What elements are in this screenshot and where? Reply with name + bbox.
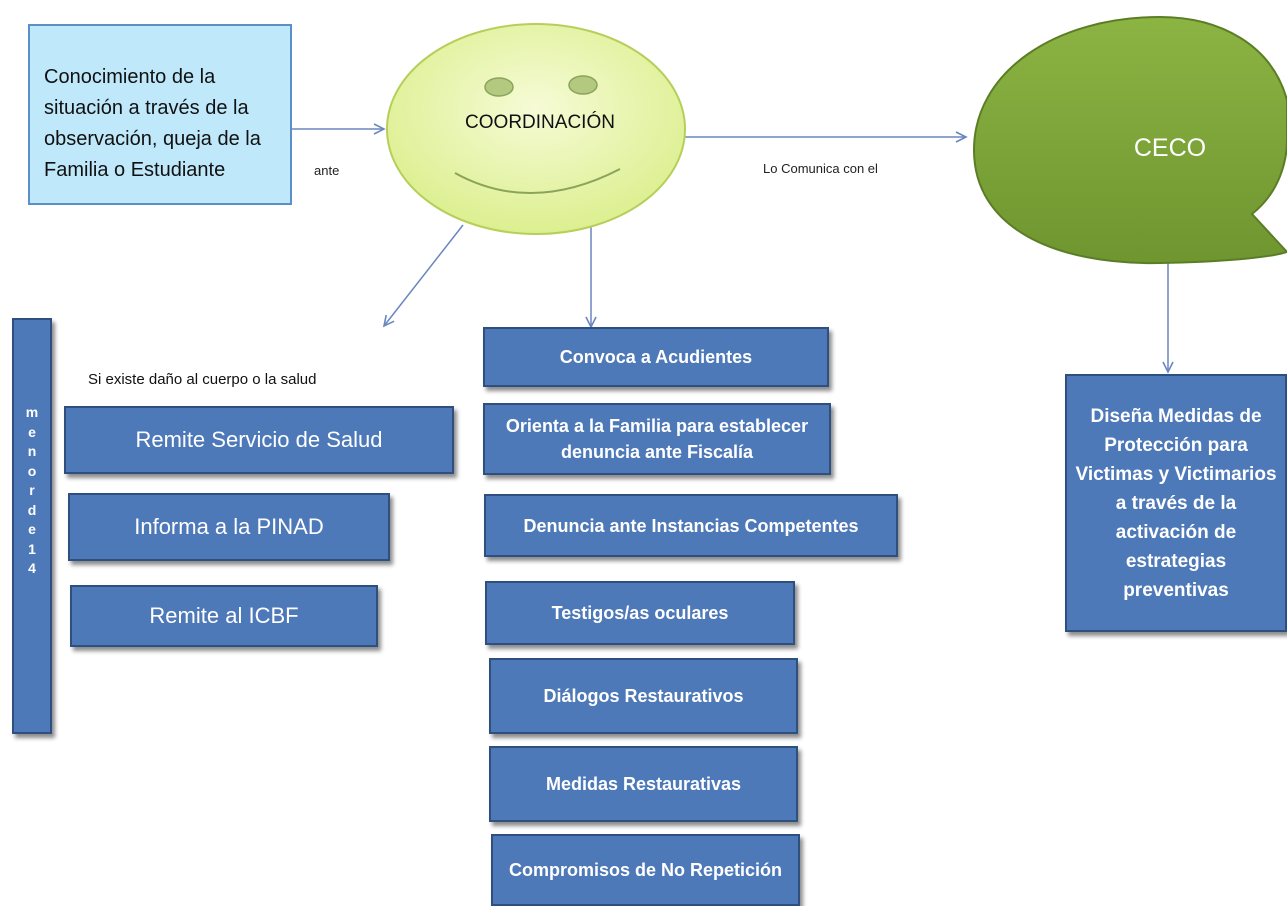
- vertical-letter: m: [25, 404, 39, 420]
- start-line-1: Conocimiento de la: [44, 66, 216, 88]
- ceco-node: [972, 15, 1287, 265]
- health-damage-note: Si existe daño al cuerpo o la salud: [88, 371, 317, 388]
- testigos-oculares-box: Testigos/as oculares: [485, 581, 795, 645]
- vertical-letter: 4: [28, 560, 36, 576]
- edge-label-comunica: Lo Comunica con el: [763, 161, 878, 176]
- convoca-acudientes-box: Convoca a Acudientes: [483, 327, 829, 387]
- vertical-letter: e: [28, 423, 36, 440]
- coordinacion-node: [386, 23, 686, 235]
- menor-de-14-bar: m e n o r d e 1 4: [12, 318, 52, 734]
- informa-pinad-box: Informa a la PINAD: [68, 493, 390, 561]
- start-situation-box: Conocimiento de la situación a través de…: [28, 24, 292, 205]
- vertical-letter: r: [29, 482, 35, 498]
- arrow-coordinacion-to-left-branch: [382, 224, 464, 328]
- coordinacion-label: COORDINACIÓN: [465, 112, 615, 133]
- orienta-familia-box: Orienta a la Familia para establecer den…: [483, 403, 831, 475]
- compromisos-no-repeticion-box: Compromisos de No Repetición: [491, 834, 800, 906]
- medidas-restaurativas-box: Medidas Restaurativas: [489, 746, 798, 822]
- denuncia-instancias-box: Denuncia ante Instancias Competentes: [484, 494, 898, 557]
- vertical-letter: 1: [28, 540, 36, 557]
- dialogos-restaurativos-box: Diálogos Restaurativos: [489, 658, 798, 734]
- vertical-letter: d: [27, 501, 37, 518]
- start-line-2: situación a través de la: [44, 97, 249, 119]
- face-left-eye: [484, 77, 514, 97]
- ceco-label: CECO: [1133, 134, 1207, 162]
- start-line-3: observación, queja de la: [44, 128, 261, 150]
- vertical-letter: o: [27, 462, 37, 479]
- remite-icbf-box: Remite al ICBF: [70, 585, 378, 647]
- vertical-letter: n: [27, 443, 37, 459]
- remite-servicio-salud-box: Remite Servicio de Salud: [64, 406, 454, 474]
- edge-label-ante: ante: [314, 163, 340, 178]
- face-smile: [454, 168, 621, 194]
- face-right-eye: [568, 75, 598, 95]
- disena-medidas-box: Diseña Medidas de Protección para Victim…: [1065, 374, 1287, 632]
- start-line-4: Familia o Estudiante: [44, 159, 226, 181]
- vertical-letter: e: [28, 521, 36, 537]
